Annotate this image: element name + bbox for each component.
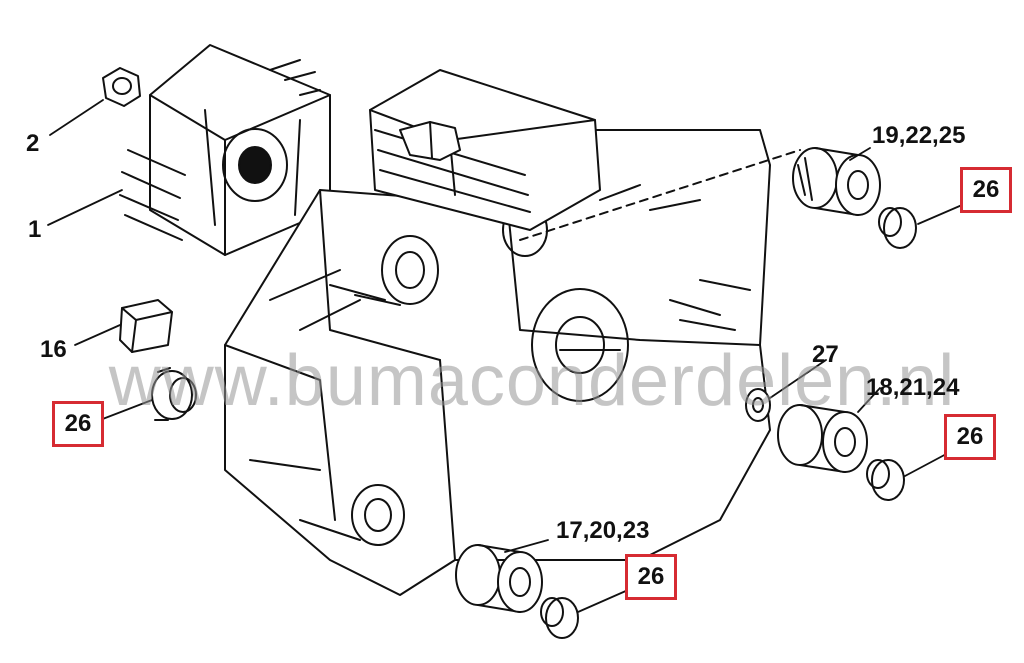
callout-17-20-23: 17,20,23 xyxy=(556,517,650,544)
damper-block-part xyxy=(119,299,173,353)
callout-26-mid-right: 26 xyxy=(944,414,996,460)
callout-26-top-right: 26 xyxy=(960,167,1012,213)
callout-16: 16 xyxy=(40,336,67,363)
buffer-mid-right-part xyxy=(777,404,868,473)
callout-1: 1 xyxy=(28,216,42,243)
leader-lines xyxy=(47,99,963,613)
callout-27: 27 xyxy=(812,341,839,368)
callout-26-left: 26 xyxy=(52,401,104,447)
callout-26-bottom: 26 xyxy=(625,554,677,600)
nut-part xyxy=(102,67,141,107)
flywheel-part xyxy=(119,44,331,256)
buffer-top-right-part xyxy=(792,147,881,216)
plug-top-right-part xyxy=(878,207,917,249)
callout-19-22-25: 19,22,25 xyxy=(872,122,966,149)
callout-18-21-24: 18,21,24 xyxy=(866,374,960,401)
buffer-bottom-part xyxy=(455,544,543,613)
left-plug-part xyxy=(151,367,197,421)
callout-2: 2 xyxy=(26,130,40,157)
cylinder-part xyxy=(369,69,601,231)
washer-part xyxy=(745,388,771,422)
plug-bottom-part xyxy=(540,597,579,639)
plug-mid-right-part xyxy=(866,459,905,501)
alignment-dashed-line xyxy=(519,149,801,241)
